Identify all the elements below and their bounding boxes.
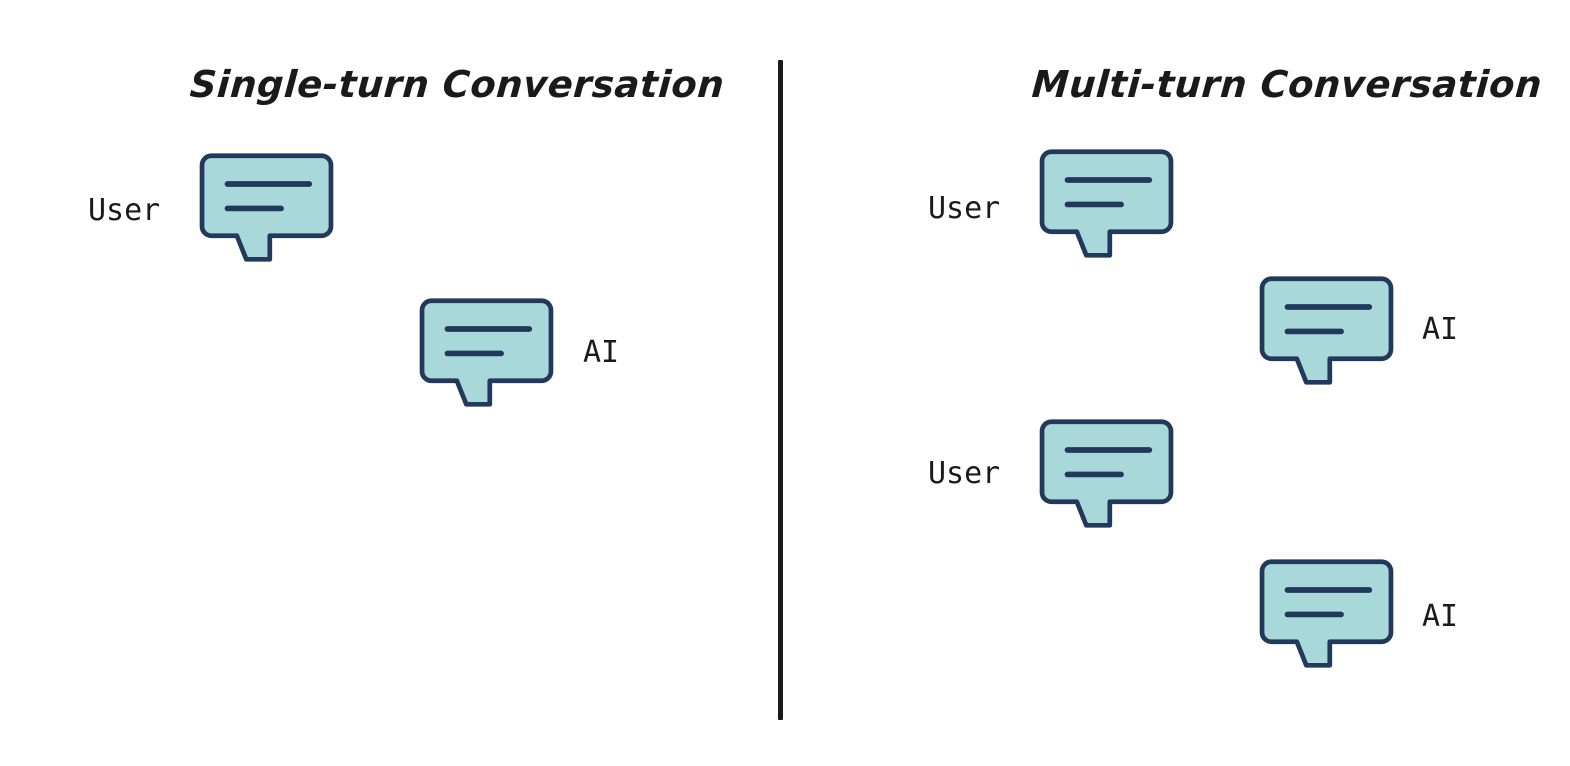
- panel-title-multi-turn: Multi-turn Conversation: [1030, 63, 1544, 106]
- speech-bubble-user-single-turn-1: [198, 152, 335, 262]
- speech-bubble-user-multi-turn-3: [1038, 418, 1175, 528]
- speech-bubble-ai-single-turn-2: [418, 297, 555, 407]
- role-label-user-multi-turn-3: User: [928, 456, 1001, 491]
- role-label-user-single-turn-1: User: [88, 193, 161, 228]
- role-label-ai-multi-turn-2: AI: [1422, 312, 1459, 347]
- panel-title-single-turn: Single-turn Conversation: [188, 63, 726, 106]
- panel-divider: [778, 60, 783, 720]
- speech-bubble-user-multi-turn-1: [1038, 148, 1175, 258]
- role-label-user-multi-turn-1: User: [928, 191, 1001, 226]
- role-label-ai-single-turn-2: AI: [583, 335, 620, 370]
- speech-bubble-ai-multi-turn-4: [1258, 558, 1395, 668]
- role-label-ai-multi-turn-4: AI: [1422, 599, 1459, 634]
- speech-bubble-ai-multi-turn-2: [1258, 275, 1395, 385]
